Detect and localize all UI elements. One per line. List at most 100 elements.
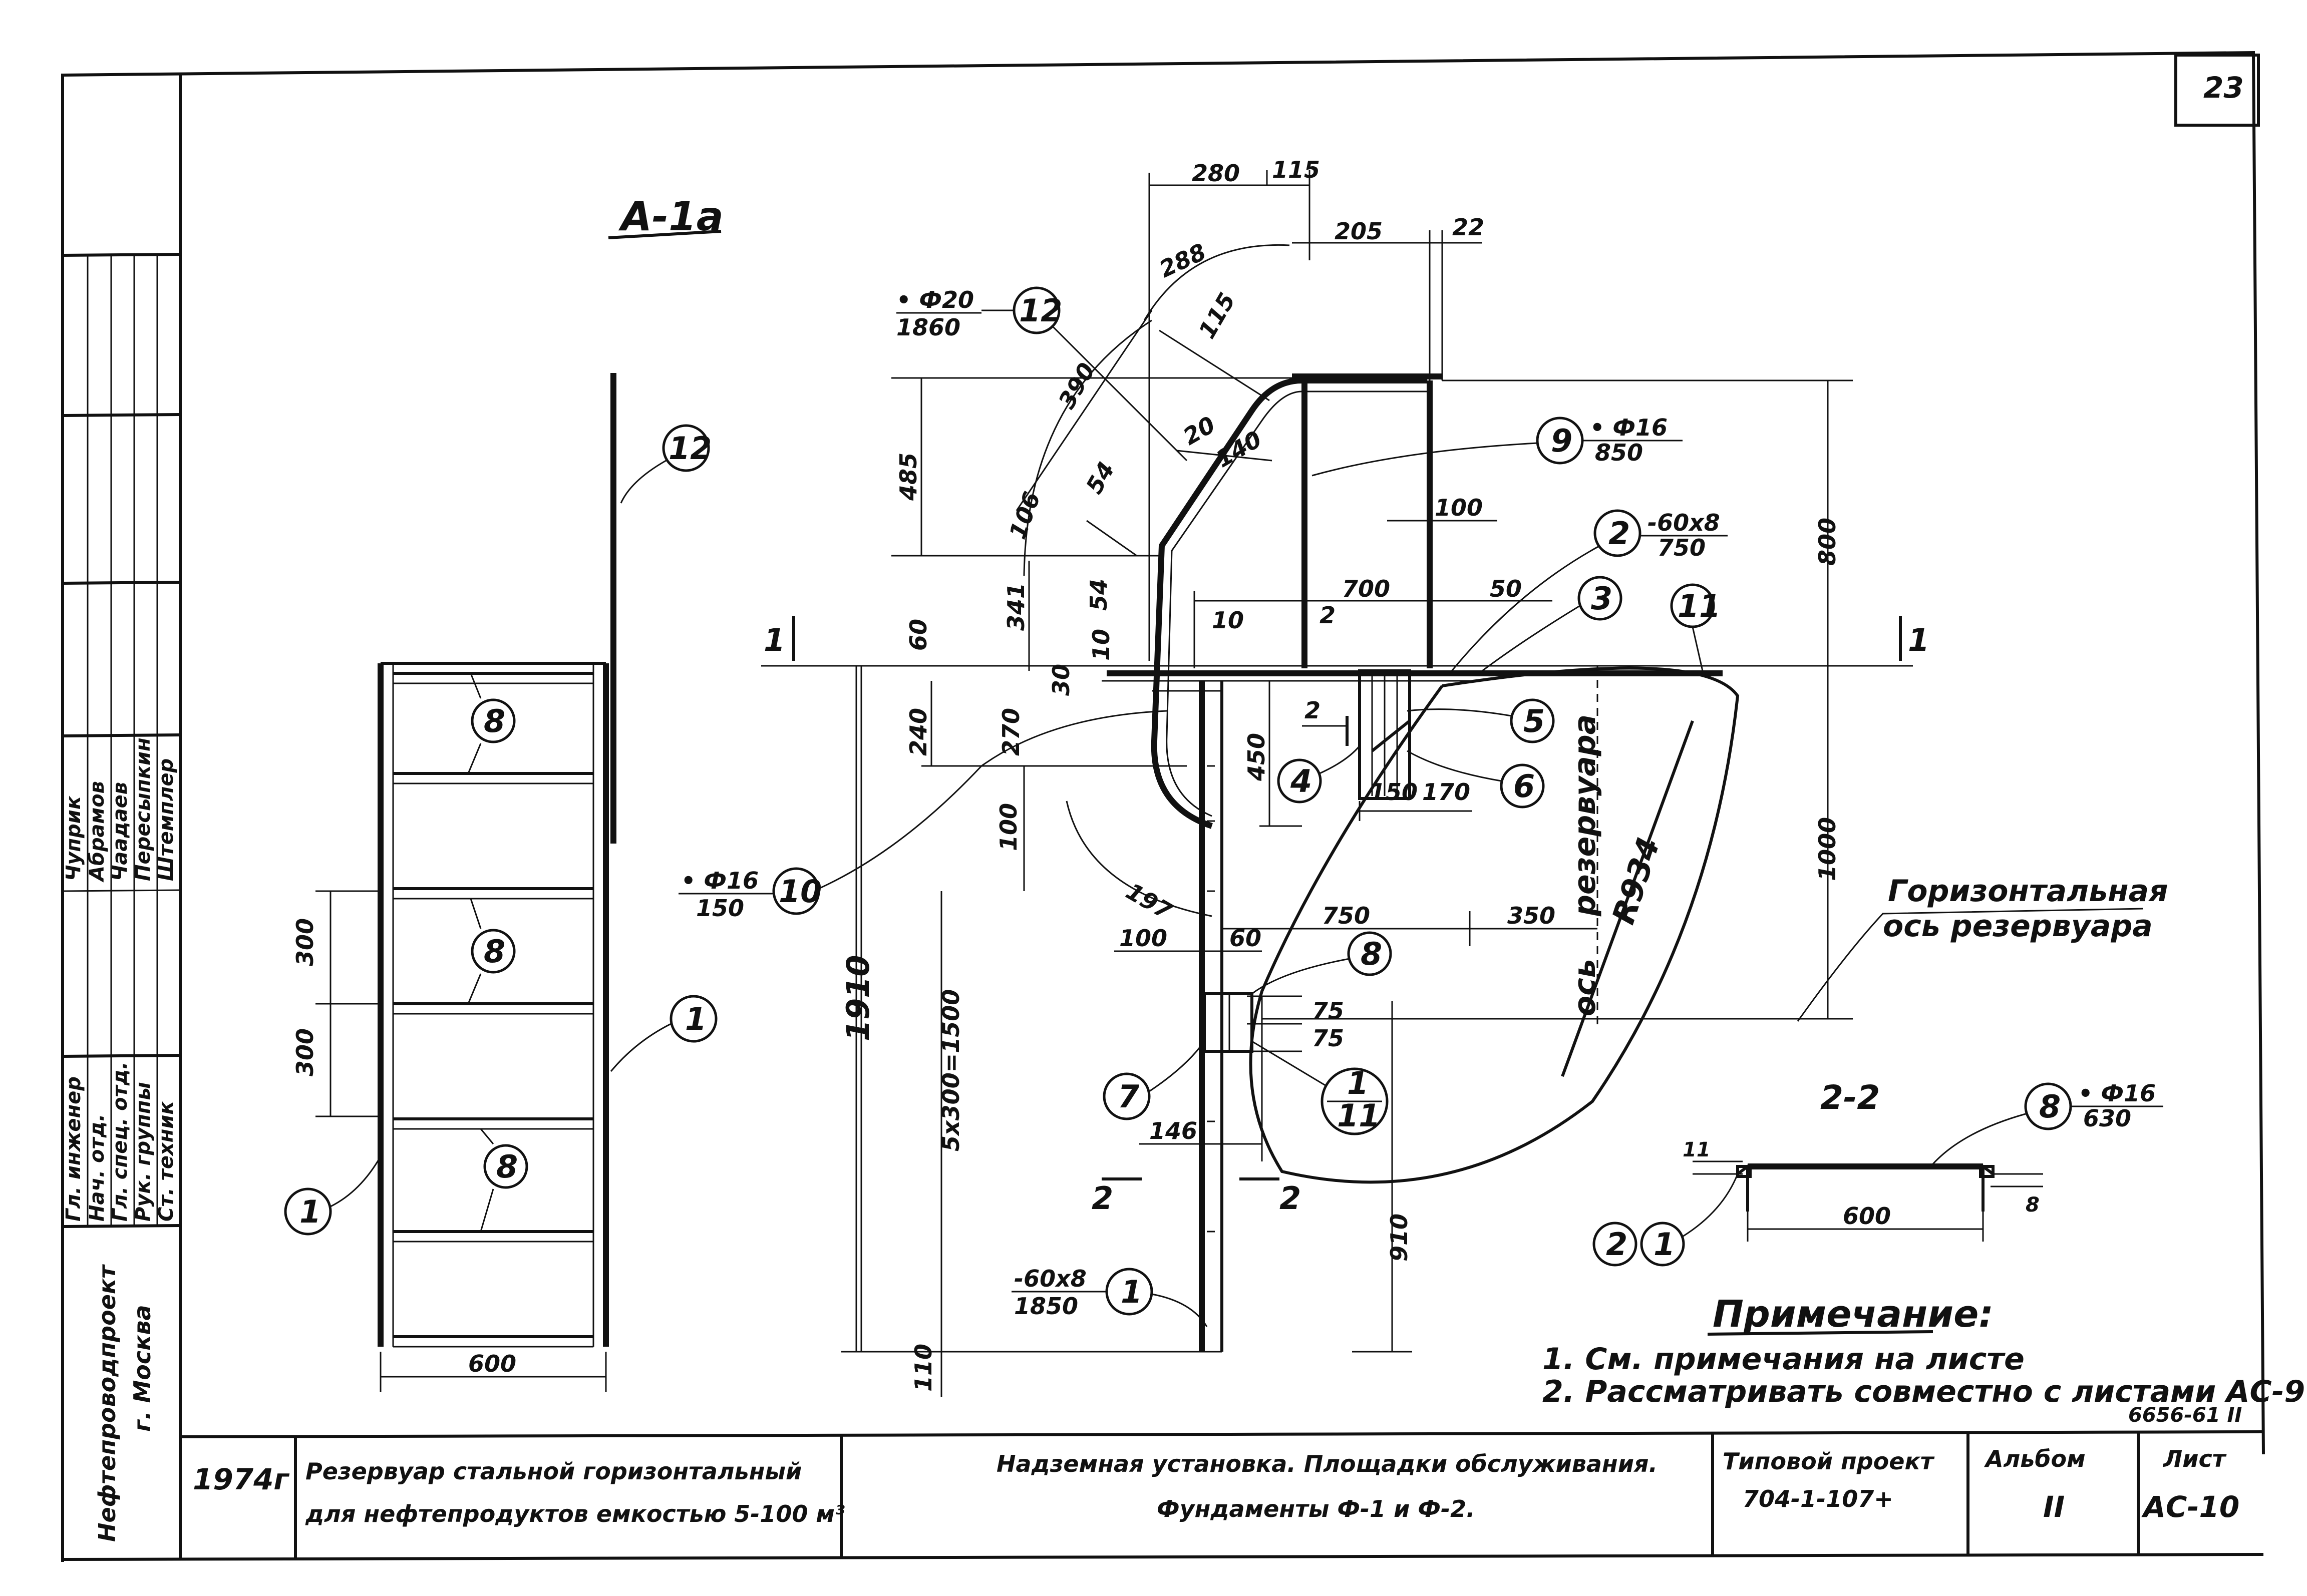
dim-485: 485 — [895, 453, 922, 501]
dim-106: 106 — [1004, 488, 1046, 543]
dim-60-left: 60 — [905, 619, 932, 651]
spec-1-bot: 1850 — [1014, 1293, 1078, 1320]
note-1: 1. См. примечания на листе — [1542, 1342, 2025, 1377]
dim-170: 170 — [1422, 778, 1470, 806]
spec-8-top: • Ф16 — [2078, 1080, 2156, 1107]
dim-75-lower: 75 — [1312, 1025, 1344, 1052]
spec-12-top: • Ф20 — [896, 286, 974, 313]
dim-2: 2 — [1320, 602, 1336, 629]
callout-8-a — [471, 698, 516, 743]
side-name-0: Чуприк — [62, 795, 85, 881]
side-role-2: Гл. спец. отд. — [109, 1062, 132, 1222]
svg-text:8: 8 — [496, 1148, 518, 1185]
callout-2 — [1593, 509, 1641, 557]
callout-8-main — [1347, 931, 1392, 976]
svg-text:12: 12 — [669, 430, 712, 467]
sheet-number-box — [2174, 54, 2260, 127]
svg-text:1: 1 — [1347, 1065, 1369, 1101]
svg-text:1: 1 — [299, 1193, 321, 1230]
title-block: 1974г Резервуар стальной горизонтальный … — [180, 1430, 2264, 1558]
side-role-1: Нач. отд. — [86, 1114, 109, 1222]
svg-text:10: 10 — [779, 873, 822, 910]
stringer-bolts — [1207, 765, 1217, 1233]
stamp-sheet-label: Лист — [2162, 1445, 2227, 1472]
bracket-plate-4 — [1358, 669, 1411, 800]
dim-11-section: 11 — [1683, 1138, 1711, 1161]
dim-115-top: 115 — [1272, 156, 1320, 183]
dim-205: 205 — [1335, 218, 1383, 245]
side-stamp: Гл. инженер Нач. отд. Гл. спец. отд. Рук… — [62, 253, 181, 1542]
side-name-4: Штемплер — [155, 758, 178, 881]
dim-300-upper: 300 — [291, 918, 318, 966]
dim-8-section: 8 — [2026, 1193, 2040, 1217]
dim-100-top: 100 — [1435, 494, 1483, 521]
side-name-2: Чаадаев — [109, 782, 132, 881]
callout-5 — [1510, 698, 1555, 743]
callout-2-section — [1592, 1222, 1637, 1267]
svg-text:4: 4 — [1290, 763, 1312, 800]
dim-1000: 1000 — [1814, 817, 1841, 881]
spec-10-top: • Ф16 — [681, 867, 759, 894]
dim-10-right: 10 — [1212, 607, 1244, 634]
stamp-year: 1974г — [193, 1462, 289, 1496]
dim-100-left: 100 — [995, 803, 1022, 851]
callout-3 — [1577, 576, 1622, 621]
callout-1-ladder-right — [670, 995, 718, 1043]
svg-text:11: 11 — [1337, 1097, 1380, 1134]
stamp-object-line1: Резервуар стальной горизонтальный — [305, 1458, 802, 1485]
notes-heading: Примечание: — [1713, 1293, 1994, 1336]
dim-146: 146 — [1149, 1117, 1197, 1144]
ladder-front-view: 300 300 600 8 8 8 12 1 1 — [284, 373, 718, 1392]
dim-115-diag: 115 — [1193, 288, 1241, 343]
svg-text:8: 8 — [484, 933, 505, 970]
ladder-rungs — [393, 672, 593, 1348]
side-role-0: Гл. инженер — [62, 1076, 85, 1222]
dim-54-lower: 54 — [1085, 579, 1112, 611]
stamp-project-label: Типовой проект — [1723, 1448, 1935, 1475]
svg-text:6: 6 — [1513, 768, 1535, 805]
svg-text:8: 8 — [484, 703, 505, 739]
dim-110: 110 — [910, 1344, 937, 1392]
dim-800: 800 — [1814, 518, 1841, 566]
dim-22: 22 — [1452, 214, 1484, 241]
svg-text:1: 1 — [1654, 1226, 1675, 1263]
dim-50: 50 — [1490, 575, 1522, 602]
section-mark-1-right: 1 — [1908, 622, 1929, 658]
callout-8-b — [471, 929, 516, 974]
callout-8-c — [483, 1144, 528, 1189]
stamp-project-number: 704-1-107+ — [1743, 1485, 1893, 1512]
dim-750: 750 — [1322, 902, 1370, 929]
dim-197: 197 — [1122, 878, 1177, 925]
dim-341: 341 — [1003, 583, 1030, 631]
spec-9-bot: 850 — [1595, 439, 1643, 466]
dim-20: 20 — [1179, 411, 1220, 451]
callout-12-ladder — [662, 424, 710, 472]
callout-4 — [1277, 758, 1322, 804]
side-name-3: Пересыпкин — [132, 737, 155, 881]
callout-6 — [1500, 763, 1545, 809]
section-title: А-1а — [608, 193, 724, 240]
svg-text:2: 2 — [1606, 1226, 1627, 1263]
sheet-frame: 23 — [61, 51, 2265, 1562]
section-mark-1-left: 1 — [764, 622, 785, 658]
dim-5x300: 5х300=1500 — [937, 989, 964, 1151]
sheet-number: 23 — [2203, 71, 2244, 105]
stamp-album-value: ІІ — [2043, 1490, 2065, 1524]
spec-12-bot: 1860 — [896, 314, 960, 341]
spec-10-bot: 150 — [696, 895, 744, 922]
callout-10 — [772, 867, 820, 915]
dim-910: 910 — [1386, 1214, 1413, 1262]
dim-350: 350 — [1507, 902, 1555, 929]
dim-54-upper: 54 — [1081, 457, 1120, 498]
side-org-2: г. Москва — [129, 1305, 156, 1432]
dim-280: 280 — [1192, 160, 1240, 187]
spec-2-top: -60х8 — [1647, 509, 1720, 536]
axis-horizontal-1: Горизонтальная — [1888, 874, 2168, 909]
dim-300-lower: 300 — [291, 1028, 318, 1076]
spec-1-top: -60х8 — [1014, 1265, 1087, 1292]
svg-text:8: 8 — [2039, 1088, 2061, 1125]
mark-2-right: 2 — [1279, 1180, 1301, 1217]
side-name-1: Абрамов — [86, 781, 109, 883]
svg-text:9: 9 — [1551, 423, 1572, 459]
